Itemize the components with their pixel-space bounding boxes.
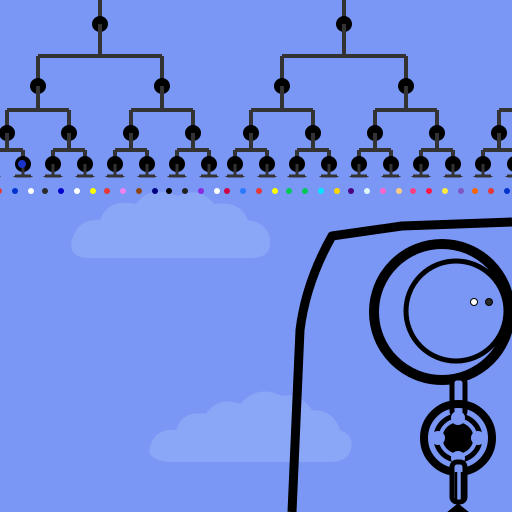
leaf-dot [380, 188, 386, 194]
leaf-dot [12, 188, 18, 194]
leaf-dot [224, 188, 230, 194]
leaf-dot [42, 188, 48, 194]
leaf-dot [426, 188, 432, 194]
leaf-dot [214, 188, 220, 194]
leaf-dot [318, 188, 324, 194]
leaf-dot [396, 188, 402, 194]
leaf-dot [136, 188, 142, 194]
leaf-dot [442, 188, 448, 194]
leaf-dot [198, 188, 204, 194]
leaf-dot [240, 188, 246, 194]
creature-face [403, 258, 509, 364]
cloud-shape [149, 391, 352, 462]
cloud-shape [71, 191, 271, 258]
leaf-dot [104, 188, 110, 194]
white-eye-dot [470, 298, 478, 306]
leaf-dot [472, 188, 478, 194]
dark-eye-dot [485, 298, 493, 306]
leaf-dot [58, 188, 64, 194]
leaf-dot [348, 188, 354, 194]
creature-neck [449, 375, 468, 419]
leaf-dot [28, 188, 34, 194]
leaf-dot [166, 188, 172, 194]
leaf-dot [272, 188, 278, 194]
round-eyed-bag-creature[interactable] [287, 217, 512, 512]
creature-head-ring [369, 239, 512, 385]
leaf-dot [182, 188, 188, 194]
leaf-dot [120, 188, 126, 194]
selected-node-marker [18, 160, 26, 168]
cloud-layer [71, 191, 352, 462]
leaf-dot [410, 188, 416, 194]
leaf-dot [488, 188, 494, 194]
leaf-dot [152, 188, 158, 194]
binary-tree [0, 0, 512, 194]
leaf-dot [302, 188, 308, 194]
leaf-dot [90, 188, 96, 194]
leaf-dot [458, 188, 464, 194]
creature-foot [447, 503, 469, 512]
leaf-dot [286, 188, 292, 194]
leaf-dot [0, 188, 2, 194]
leaf-dot [364, 188, 370, 194]
leaf-dot [504, 188, 510, 194]
leaf-dot [334, 188, 340, 194]
leaf-dot [256, 188, 262, 194]
creature-bag-body [287, 217, 512, 512]
tree-node [507, 156, 512, 172]
leaf-dot [74, 188, 80, 194]
